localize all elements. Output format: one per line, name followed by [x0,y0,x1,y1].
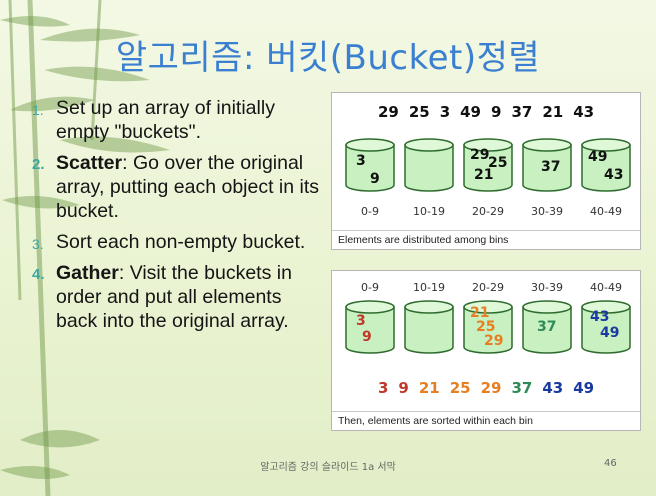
bucket-range-label: 40-49 [590,205,622,218]
slide-footer: 알고리즘 강의 슬라이드 1a 서막 [260,462,396,473]
bucket-value: 49 [600,325,620,341]
bucket-value: 37 [541,159,561,175]
bucket-icon [404,300,454,354]
output-value: 43 [542,379,564,397]
figure-caption: Then, elements are sorted within each bi… [332,411,640,430]
bucket-value: 43 [604,167,624,183]
output-value: 3 [377,379,389,397]
bucket-icon [522,300,572,354]
bucket-value: 43 [590,309,610,325]
bucket-10-19 [403,137,455,193]
bucket-value: 21 [470,305,490,321]
bucket-icon [345,300,395,354]
input-value: 25 [408,103,430,121]
step-item: 4. Gather: Visit the buckets in order an… [30,261,320,333]
bucket-value: 29 [484,333,504,349]
bucket-value: 3 [356,313,366,329]
bucket-range-label: 10-19 [413,205,445,218]
step-item: 1. Set up an array of initially empty "b… [30,96,320,144]
output-value: 9 [398,379,409,397]
bucket-value: 25 [476,319,496,335]
bucket-icon [404,138,454,192]
bucket-icon [463,138,513,192]
input-value: 21 [542,103,564,121]
bucket-icon [345,138,395,192]
bucket-10-19 [403,299,455,355]
bucket-range-label: 30-39 [531,281,563,294]
input-sequence: 29 25 3 49 9 37 21 43 [332,103,640,121]
step-text: : Go over the original array, putting ea… [56,152,320,222]
bucket-range-label: 20-29 [472,205,504,218]
bucket-range-label: 0-9 [361,281,379,294]
input-value: 29 [377,103,399,121]
step-text: Sort each non-empty bucket. [56,231,306,253]
step-number: 4. [32,266,45,283]
output-value: 29 [480,379,502,397]
bucket-icon [581,138,631,192]
slide-title: 알고리즘: 버킷(Bucket)정렬 [115,38,541,78]
step-text: : Visit the buckets in order and put all… [56,262,292,332]
bucket-icon [522,138,572,192]
step-list: 1. Set up an array of initially empty "b… [30,96,320,340]
input-value: 9 [491,103,502,121]
step-number: 1. [32,102,44,118]
output-value: 25 [449,379,471,397]
step-text: Set up an array of initially empty "buck… [56,97,275,143]
bucket-30-39: 37 [521,299,573,355]
bucket-30-39: 37 [521,137,573,193]
output-value: 21 [418,379,440,397]
bucket-value: 37 [537,319,557,335]
step-keyword: Gather [56,262,119,284]
bucket-range-label: 0-9 [361,205,379,218]
bucket-range-label: 20-29 [472,281,504,294]
output-value: 49 [573,379,595,397]
page-number: 46 [604,458,617,469]
bucket-icon [463,300,513,354]
step-item: 2. Scatter: Go over the original array, … [30,151,320,223]
bucket-value: 21 [474,167,494,183]
input-value: 37 [511,103,533,121]
step-number: 3. [32,236,44,252]
bucket-value: 3 [356,153,366,169]
bucket-range-label: 40-49 [590,281,622,294]
input-value: 49 [460,103,481,121]
input-value: 43 [573,103,595,121]
bucket-value: 29 [470,147,490,163]
input-value: 3 [439,103,451,121]
bucket-icon [581,300,631,354]
bucket-value: 9 [362,329,372,345]
bucket-range-label: 30-39 [531,205,563,218]
bucket-value: 9 [370,171,380,187]
bucket-range-label: 10-19 [413,281,445,294]
step-item: 3. Sort each non-empty bucket. [30,230,320,254]
figure-caption: Elements are distributed among bins [332,230,640,249]
bucket-value: 49 [588,149,608,165]
output-value: 37 [511,379,533,397]
bucket-value: 25 [488,155,508,171]
step-keyword: Scatter [56,152,123,174]
step-number: 2. [32,156,45,173]
